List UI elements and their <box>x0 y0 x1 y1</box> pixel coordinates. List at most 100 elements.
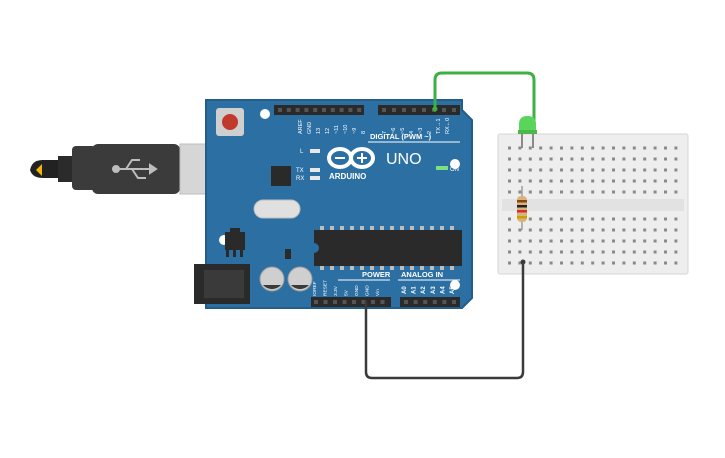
breadboard-hole[interactable] <box>632 190 636 194</box>
breadboard-hole[interactable] <box>612 250 615 254</box>
breadboard-hole[interactable] <box>674 168 678 172</box>
breadboard-hole[interactable] <box>539 261 543 265</box>
analog-header[interactable] <box>400 297 460 307</box>
breadboard-hole[interactable] <box>560 179 563 183</box>
breadboard-hole[interactable] <box>612 179 615 183</box>
breadboard-hole[interactable] <box>622 168 626 172</box>
breadboard-hole[interactable] <box>674 239 678 243</box>
breadboard-hole[interactable] <box>549 168 553 172</box>
breadboard-hole[interactable] <box>622 146 626 150</box>
breadboard-hole[interactable] <box>643 250 647 254</box>
breadboard-hole[interactable] <box>612 261 615 265</box>
reset-button[interactable] <box>216 108 244 136</box>
breadboard-hole[interactable] <box>560 239 563 243</box>
breadboard-hole[interactable] <box>560 157 563 161</box>
breadboard-hole[interactable] <box>622 261 626 265</box>
signal-wire[interactable] <box>433 71 536 124</box>
breadboard-hole[interactable] <box>643 190 647 194</box>
breadboard-hole[interactable] <box>560 217 563 221</box>
breadboard-hole[interactable] <box>601 250 605 254</box>
breadboard-hole[interactable] <box>653 179 657 183</box>
breadboard-hole[interactable] <box>580 250 584 254</box>
breadboard-hole[interactable] <box>632 168 636 172</box>
breadboard-hole[interactable] <box>664 239 667 243</box>
header-pin-hole[interactable] <box>452 108 456 112</box>
header-pin-hole[interactable] <box>322 108 326 112</box>
header-pin-hole[interactable] <box>357 108 362 112</box>
breadboard-hole[interactable] <box>518 168 522 172</box>
breadboard-hole[interactable] <box>601 179 605 183</box>
breadboard-hole[interactable] <box>632 250 636 254</box>
breadboard-hole[interactable] <box>528 250 532 254</box>
breadboard-hole[interactable] <box>549 190 553 194</box>
header-pin-hole[interactable] <box>348 108 353 112</box>
breadboard-hole[interactable] <box>632 261 636 265</box>
breadboard-hole[interactable] <box>632 228 636 232</box>
header-pin-hole[interactable] <box>412 108 416 112</box>
breadboard-hole[interactable] <box>664 217 667 221</box>
breadboard-hole[interactable] <box>549 146 553 150</box>
breadboard-hole[interactable] <box>580 146 584 150</box>
header-pin-hole[interactable] <box>452 300 456 304</box>
breadboard-hole[interactable] <box>674 157 678 161</box>
breadboard-hole[interactable] <box>560 168 563 172</box>
header-pin-hole[interactable] <box>313 108 318 112</box>
breadboard-hole[interactable] <box>508 217 511 221</box>
breadboard-hole[interactable] <box>508 157 511 161</box>
breadboard-hole[interactable] <box>539 217 543 221</box>
breadboard-hole[interactable] <box>622 228 626 232</box>
breadboard-hole[interactable] <box>570 228 574 232</box>
breadboard-hole[interactable] <box>664 179 667 183</box>
breadboard-hole[interactable] <box>653 190 657 194</box>
breadboard-hole[interactable] <box>591 217 595 221</box>
header-pin-hole[interactable] <box>342 300 347 304</box>
header-pin-hole[interactable] <box>295 108 300 112</box>
breadboard-hole[interactable] <box>643 239 647 243</box>
breadboard-hole[interactable] <box>570 190 574 194</box>
breadboard-hole[interactable] <box>653 217 657 221</box>
breadboard-hole[interactable] <box>643 228 647 232</box>
breadboard-hole[interactable] <box>632 157 636 161</box>
header-pin-hole[interactable] <box>352 300 356 304</box>
breadboard-hole[interactable] <box>643 157 647 161</box>
breadboard-hole[interactable] <box>591 250 595 254</box>
breadboard-hole[interactable] <box>612 168 615 172</box>
breadboard-hole[interactable] <box>674 228 678 232</box>
breadboard-hole[interactable] <box>664 228 667 232</box>
breadboard-hole[interactable] <box>653 239 657 243</box>
breadboard-hole[interactable] <box>518 239 522 243</box>
power-header[interactable] <box>311 297 391 307</box>
breadboard-hole[interactable] <box>601 217 605 221</box>
breadboard-hole[interactable] <box>528 157 532 161</box>
header-pin-hole[interactable] <box>382 108 386 112</box>
header-pin-hole[interactable] <box>413 300 418 304</box>
breadboard-hole[interactable] <box>632 217 636 221</box>
breadboard-hole[interactable] <box>612 228 615 232</box>
breadboard-hole[interactable] <box>612 146 615 150</box>
breadboard-hole[interactable] <box>643 217 647 221</box>
header-pin-hole[interactable] <box>278 108 282 112</box>
breadboard-hole[interactable] <box>570 179 574 183</box>
breadboard-hole[interactable] <box>528 217 532 221</box>
breadboard-hole[interactable] <box>560 228 563 232</box>
breadboard-hole[interactable] <box>674 217 678 221</box>
header-pin-hole[interactable] <box>339 108 344 112</box>
breadboard-hole[interactable] <box>601 261 605 265</box>
breadboard-hole[interactable] <box>653 146 657 150</box>
breadboard-hole[interactable] <box>674 146 678 150</box>
breadboard-hole[interactable] <box>539 239 543 243</box>
breadboard-hole[interactable] <box>591 168 595 172</box>
breadboard-hole[interactable] <box>549 179 553 183</box>
header-pin-hole[interactable] <box>371 300 375 304</box>
breadboard-hole[interactable] <box>674 261 678 265</box>
breadboard-hole[interactable] <box>508 239 511 243</box>
breadboard-hole[interactable] <box>570 157 574 161</box>
breadboard-hole[interactable] <box>539 179 543 183</box>
ground-wire[interactable] <box>364 260 525 380</box>
breadboard-hole[interactable] <box>674 190 678 194</box>
header-pin-hole[interactable] <box>442 108 446 112</box>
breadboard-hole[interactable] <box>528 239 532 243</box>
power-jack[interactable] <box>194 264 250 304</box>
breadboard-hole[interactable] <box>570 250 574 254</box>
